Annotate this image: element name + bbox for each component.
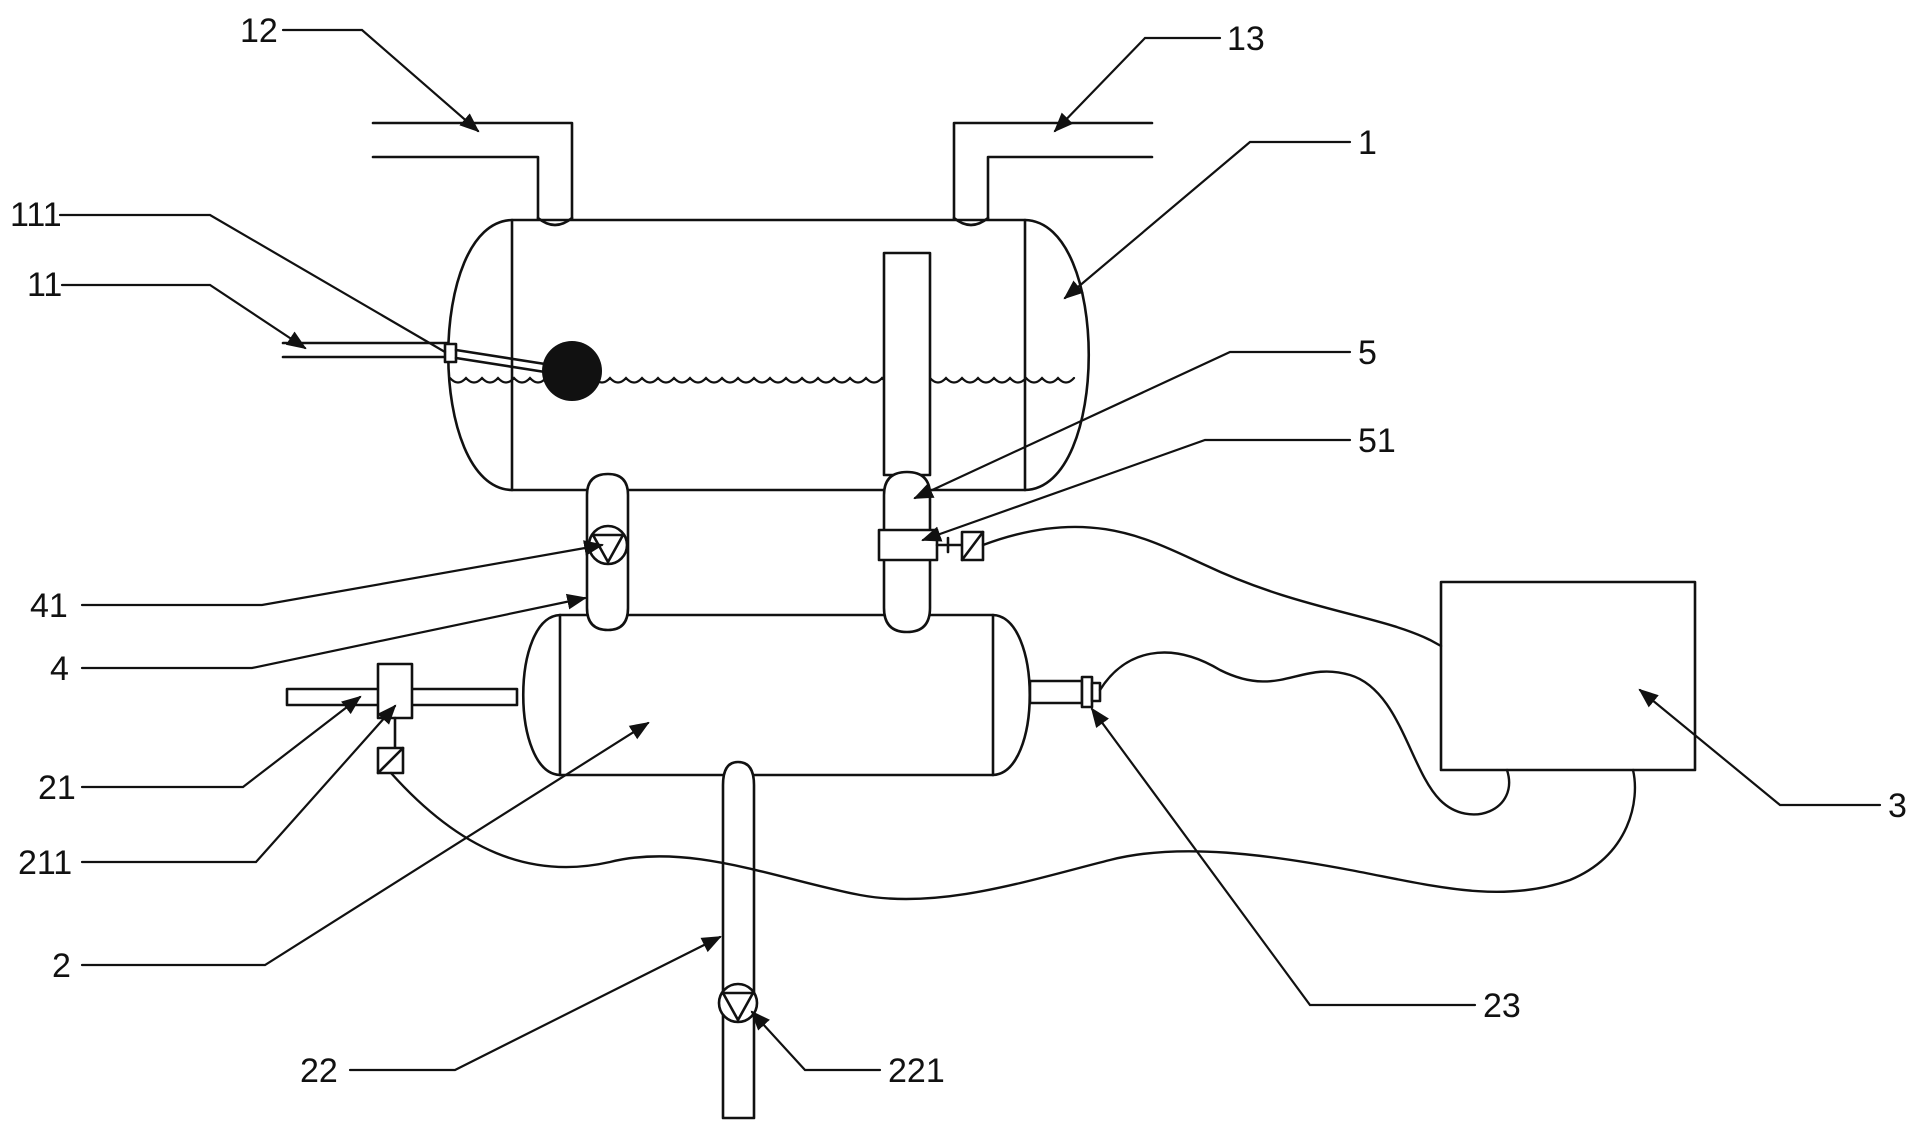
- lower-tank: [521, 613, 1032, 777]
- inlet-pipe-11: [281, 341, 450, 359]
- pump-221: [717, 982, 759, 1024]
- label-2: 2: [52, 947, 71, 985]
- float-ball: [542, 341, 602, 401]
- inlet-pipe-12: [371, 121, 574, 222]
- signal-wires: [389, 525, 1637, 901]
- leader-lines: [58, 28, 1882, 1072]
- label-3: 3: [1888, 787, 1907, 825]
- label-21: 21: [38, 769, 76, 807]
- upper-tank: [447, 216, 1090, 492]
- label-41: 41: [30, 587, 68, 625]
- solenoid-valve-51: [877, 528, 985, 562]
- label-221: 221: [888, 1052, 945, 1090]
- return-pipe-5: [882, 251, 932, 634]
- label-12: 12: [240, 12, 278, 50]
- outlet-pipe-13: [952, 121, 1154, 222]
- label-111: 111: [10, 196, 62, 234]
- label-211: 211: [18, 844, 72, 882]
- drain-pipe-22: [721, 760, 756, 1120]
- part-labels: 12 13 1 111 11 5 51 41 4 21 211 2 22 221…: [10, 12, 1907, 1090]
- label-11: 11: [27, 266, 62, 304]
- controller-box: [1439, 580, 1697, 772]
- label-13: 13: [1227, 20, 1265, 58]
- label-5: 5: [1358, 334, 1377, 372]
- label-23: 23: [1483, 987, 1521, 1025]
- label-4: 4: [50, 650, 69, 688]
- pump-41: [587, 524, 629, 566]
- sensor-23: [1028, 675, 1102, 709]
- label-22: 22: [300, 1052, 338, 1090]
- label-1: 1: [1358, 124, 1377, 162]
- label-51: 51: [1358, 422, 1396, 460]
